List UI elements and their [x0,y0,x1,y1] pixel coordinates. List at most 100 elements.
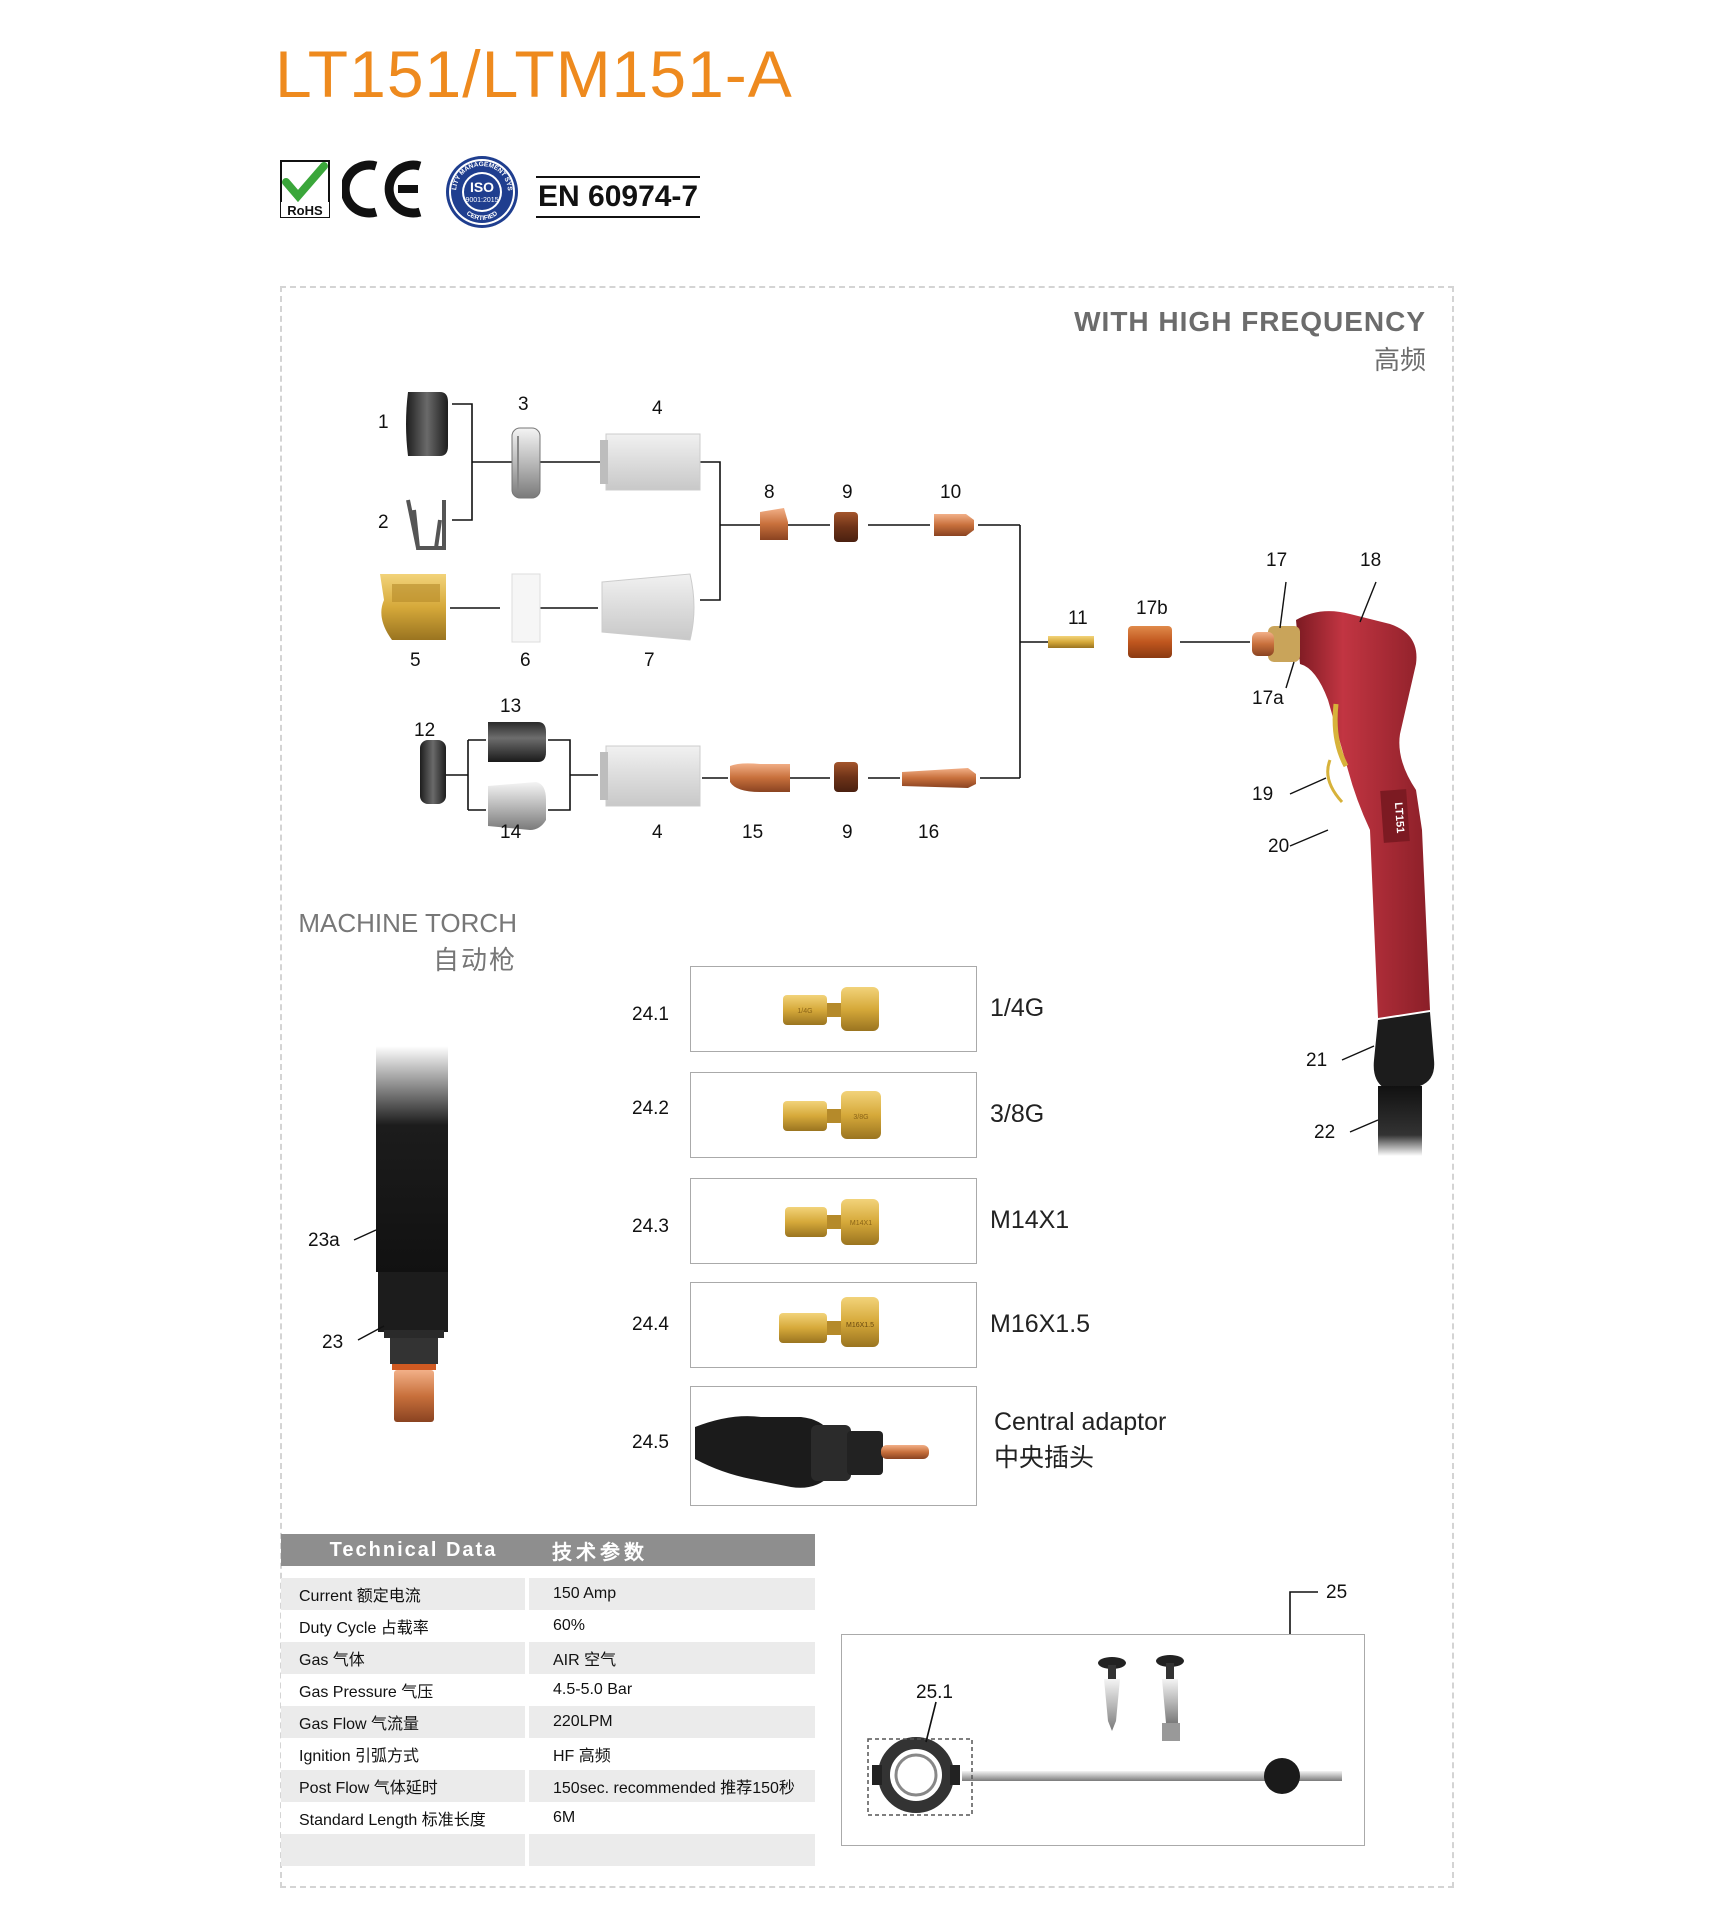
label-part-16: 16 [918,822,939,843]
table-row: Ignition 引弧方式 HF 高频 [281,1738,815,1770]
label-part-9-lower: 9 [842,822,853,843]
adaptor-3-label: M14X1 [990,1206,1070,1234]
adaptor-5-label-en: Central adaptor [994,1408,1167,1436]
label-part-11: 11 [1068,608,1088,629]
label-part-24-1: 24.1 [632,1004,669,1025]
label-part-3: 3 [518,394,529,415]
adaptor-box-2: 3/8G [690,1072,977,1158]
adaptor-box-5 [690,1386,977,1506]
technical-data-table: Technical Data 技术参数 Current 额定电流 150 Amp… [281,1534,815,1866]
tech-label: Current 额定电流 [281,1578,525,1610]
label-part-13: 13 [500,696,521,717]
part-8-tip [760,508,788,540]
label-part-6: 6 [520,650,531,671]
label-part-20: 20 [1268,836,1289,857]
label-part-8: 8 [764,482,775,503]
label-part-17a: 17a [1252,688,1284,709]
hf-heading-en: WITH HIGH FREQUENCY [1074,306,1426,337]
adaptor-box-1: 1/4G [690,966,977,1052]
label-part-15: 15 [742,822,763,843]
table-row: Gas Pressure 气压 4.5-5.0 Bar [281,1674,815,1706]
label-part-1: 1 [378,412,389,433]
torch-model-mark: LT151 [1392,802,1406,834]
tech-value: 60% [529,1610,815,1642]
iso-seal-number: 9001:2015 [465,197,498,204]
label-part-12: 12 [414,720,435,741]
part-10-electrode [934,514,974,536]
adaptor-2-label: 3/8G [990,1100,1045,1128]
label-part-24-3: 24.3 [632,1216,669,1237]
adaptor-3-engraving: M14X1 [850,1220,872,1227]
label-part-9: 9 [842,482,853,503]
label-part-10: 10 [940,482,961,503]
table-row: Standard Length 标准长度 6M [281,1802,815,1834]
label-part-25-1: 25.1 [916,1682,953,1703]
label-part-22: 22 [1314,1122,1335,1143]
guide-rod [962,1771,1342,1781]
part-14-shield [488,782,546,830]
label-part-4: 4 [652,398,663,419]
part-12-retaining-cap [420,740,446,804]
part-25-1-highlight [867,1738,973,1816]
adaptor-1-label: 1/4G [990,994,1045,1022]
part-6-insulator [511,573,541,643]
adaptor-1-engraving: 1/4G [797,1008,812,1015]
part-7-ceramic-nozzle [601,573,695,641]
machine-torch [376,1046,448,1422]
label-part-17b: 17b [1136,598,1168,619]
technical-data-header: Technical Data 技术参数 [281,1534,815,1566]
label-part-21: 21 [1306,1050,1327,1071]
adaptor-box-3: M14X1 [690,1178,977,1264]
guide-pin-1 [1098,1657,1126,1731]
ce-mark-icon: CE [340,158,426,220]
rohs-label: RoHS [287,203,323,218]
guide-ring [878,1737,954,1813]
table-row [281,1834,815,1866]
technical-data-title-cn: 技术参数 [552,1541,648,1564]
label-part-24-2: 24.2 [632,1098,669,1119]
tech-value: 150 Amp [529,1578,815,1610]
table-row: Current 额定电流 150 Amp [281,1578,815,1610]
label-part-19: 19 [1252,784,1273,805]
part-17b-head-insulator [1128,626,1172,658]
product-frame [280,286,1454,1888]
label-part-18: 18 [1360,550,1381,571]
standard-label: EN 60974-7 [536,176,701,218]
label-part-23: 23 [322,1332,343,1353]
tech-label [281,1834,525,1866]
guide-pin-2 [1156,1655,1184,1741]
adaptor-2-engraving: 3/8G [853,1114,868,1121]
label-part-4-lower: 4 [652,822,663,843]
part-9-swirl-ring [834,512,858,542]
part-1-shield-cap [406,392,448,456]
adaptor-5-label-cn: 中央插头 [994,1444,1095,1472]
tech-value: 6M [529,1802,815,1834]
tech-label: Duty Cycle 占载率 [281,1610,525,1642]
tech-label: Post Flow 气体延时 [281,1770,525,1802]
label-part-7: 7 [644,650,655,671]
table-row: Post Flow 气体延时 150sec. recommended 推荐150… [281,1770,815,1802]
tech-label: Standard Length 标准长度 [281,1802,525,1834]
table-row: Duty Cycle 占载率 60% [281,1610,815,1642]
guide-knob [1264,1758,1300,1794]
label-part-23a: 23a [308,1230,340,1251]
tech-label: Gas Flow 气流量 [281,1706,525,1738]
part-15-tip [730,763,790,792]
label-part-5: 5 [410,650,421,671]
part-11-adapter [1048,636,1094,648]
hf-heading-cn: 高频 [1373,345,1426,375]
table-row: Gas 气体 AIR 空气 [281,1642,815,1674]
label-part-24-4: 24.4 [632,1314,669,1335]
tech-value: 150sec. recommended 推荐150秒 [529,1770,815,1802]
label-part-2: 2 [378,512,389,533]
iso-seal-icon: QUALITY MANAGEMENT SYSTEM CERTIFIED ISO … [441,149,520,230]
tech-value: AIR 空气 [529,1642,815,1674]
rohs-icon: RoHS [280,160,330,218]
tech-label: Gas Pressure 气压 [281,1674,525,1706]
table-row: Gas Flow 气流量 220LPM [281,1706,815,1738]
label-part-14: 14 [500,822,522,843]
adaptor-4-engraving: M16X1.5 [846,1322,874,1329]
machine-torch-heading-en: MACHINE TORCH [298,908,517,938]
tech-value [529,1834,815,1866]
label-part-25: 25 [1326,1582,1347,1603]
